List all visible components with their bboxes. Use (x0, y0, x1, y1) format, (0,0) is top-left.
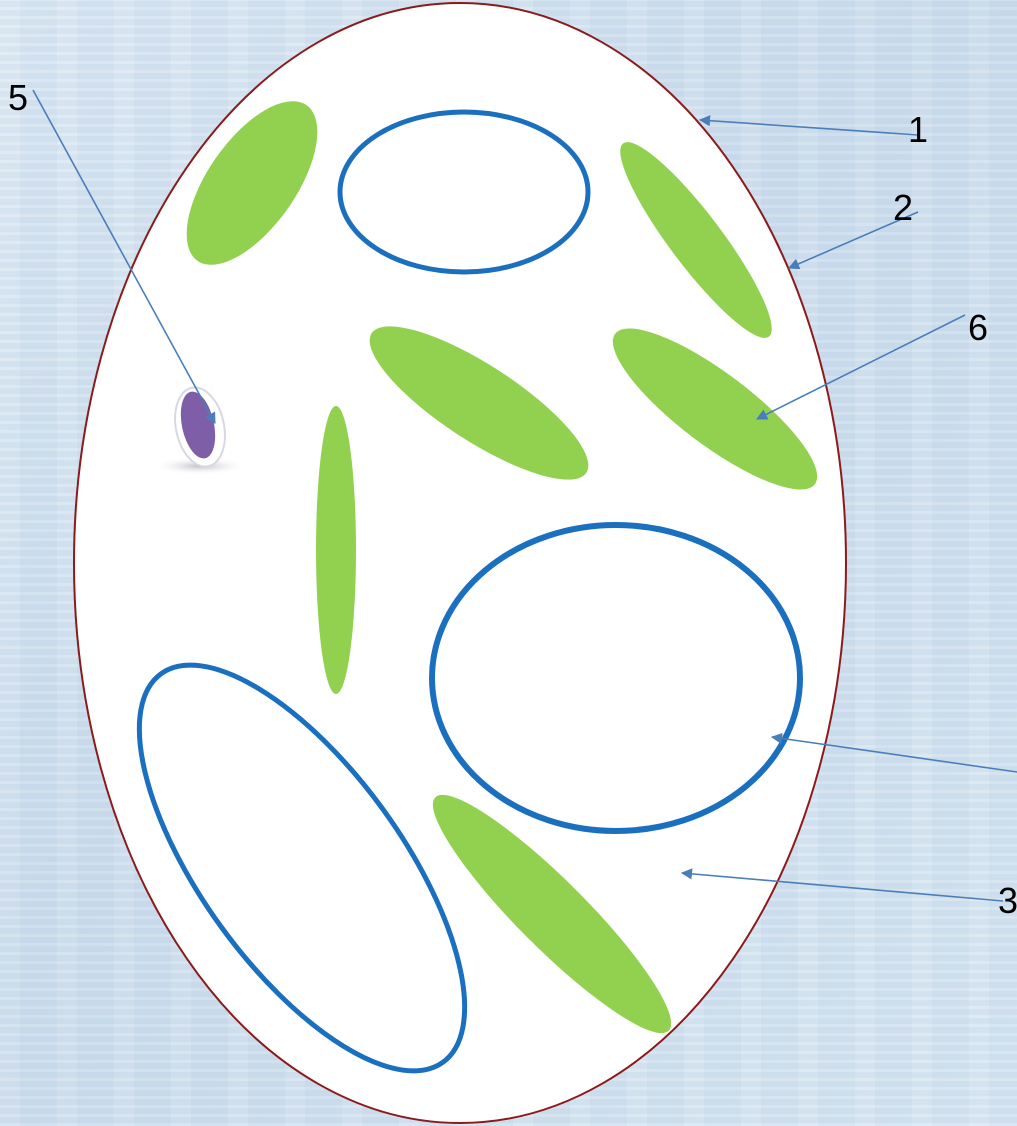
pointer-line-1 (700, 120, 918, 135)
cell-wall (74, 3, 846, 1123)
label-6: 6 (968, 307, 988, 348)
label-1: 1 (908, 109, 928, 150)
label-5: 5 (8, 77, 28, 118)
label-3: 3 (998, 880, 1017, 921)
chloroplast-vertical (316, 406, 356, 694)
label-2: 2 (893, 187, 913, 228)
